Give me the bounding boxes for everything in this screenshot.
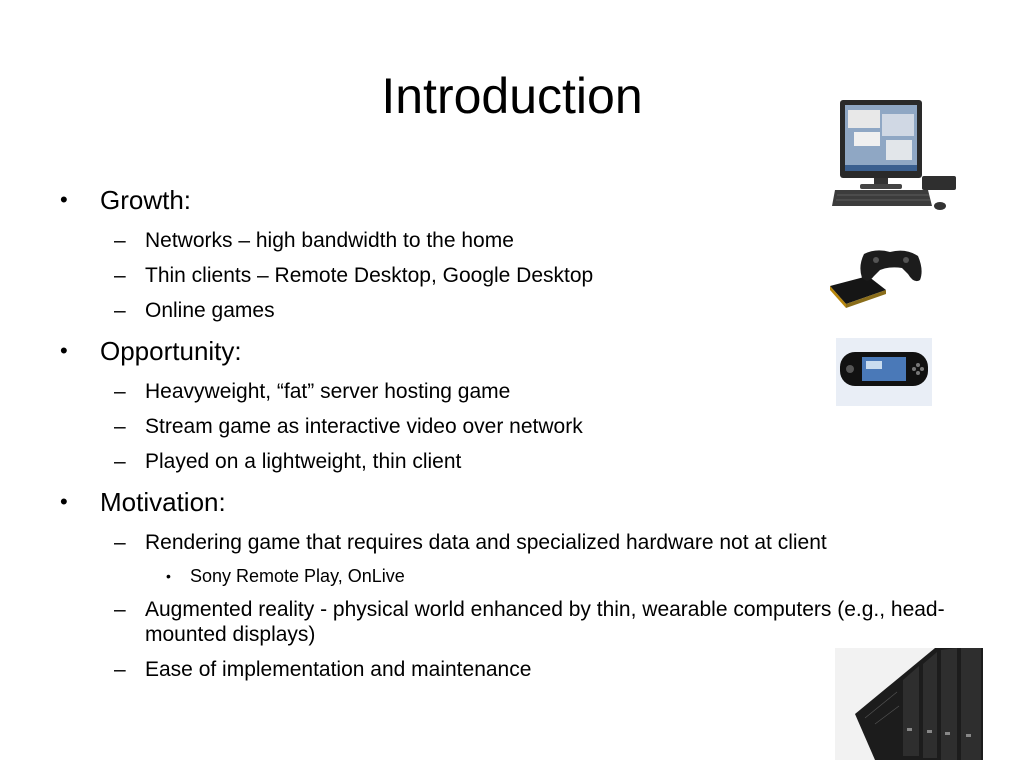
sub-bullet-text: Stream game as interactive video over ne… [145, 415, 583, 438]
dash-marker: – [114, 598, 126, 621]
sub-bullet: –Augmented reality - physical world enha… [58, 597, 978, 647]
bullet-heading: Growth: [100, 185, 192, 215]
sub-bullet-text: Played on a lightweight, thin client [145, 450, 462, 473]
sub-bullet: –Thin clients – Remote Desktop, Google D… [58, 263, 978, 288]
server-rack-image [835, 648, 983, 760]
dash-marker: – [114, 531, 126, 554]
sub-bullet: –Stream game as interactive video over n… [58, 414, 978, 439]
game-controller-console-image [830, 250, 922, 308]
sub-bullet-text: Rendering game that requires data and sp… [145, 531, 827, 554]
sub-bullet-text: Heavyweight, “fat” server hosting game [145, 380, 511, 403]
sub-sub-bullet: • Sony Remote Play, OnLive [58, 565, 978, 587]
sub-bullet-text: Ease of implementation and maintenance [145, 658, 532, 681]
sub-bullet: –Rendering game that requires data and s… [58, 530, 978, 555]
dash-marker: – [114, 658, 126, 681]
bullet-marker: • [60, 187, 68, 212]
bullet-marker: • [60, 489, 68, 514]
sub-bullet-text: Augmented reality - physical world enhan… [145, 598, 945, 646]
dash-marker: – [114, 450, 126, 473]
sub-bullet: –Online games [58, 298, 978, 323]
slide-title: Introduction [381, 68, 643, 124]
sub-bullet: –Played on a lightweight, thin client [58, 449, 978, 474]
sub-bullet: –Ease of implementation and maintenance [58, 657, 978, 682]
sub-bullet-text: Online games [145, 299, 275, 322]
bullet-growth: • Growth: [58, 182, 978, 218]
bullet-heading: Opportunity: [100, 336, 242, 366]
sub-sub-bullet-text: Sony Remote Play, OnLive [190, 566, 405, 586]
sub-bullet-text: Thin clients – Remote Desktop, Google De… [145, 264, 594, 287]
sub-bullet: –Networks – high bandwidth to the home [58, 228, 978, 253]
dash-marker: – [114, 264, 126, 287]
bullet-list: • Growth: –Networks – high bandwidth to … [58, 182, 978, 692]
sub-bullet: –Heavyweight, “fat” server hosting game [58, 379, 978, 404]
bullet-opportunity: • Opportunity: [58, 333, 978, 369]
bullet-marker: • [60, 338, 68, 363]
dash-marker: – [114, 415, 126, 438]
sub-bullet-text: Networks – high bandwidth to the home [145, 229, 514, 252]
bullet-heading: Motivation: [100, 487, 226, 517]
desktop-computer-image [832, 100, 956, 210]
dash-marker: – [114, 299, 126, 322]
dash-marker: – [114, 229, 126, 252]
dash-marker: – [114, 380, 126, 403]
bullet-motivation: • Motivation: [58, 484, 978, 520]
handheld-console-image [836, 338, 932, 406]
bullet-marker: • [166, 568, 171, 584]
